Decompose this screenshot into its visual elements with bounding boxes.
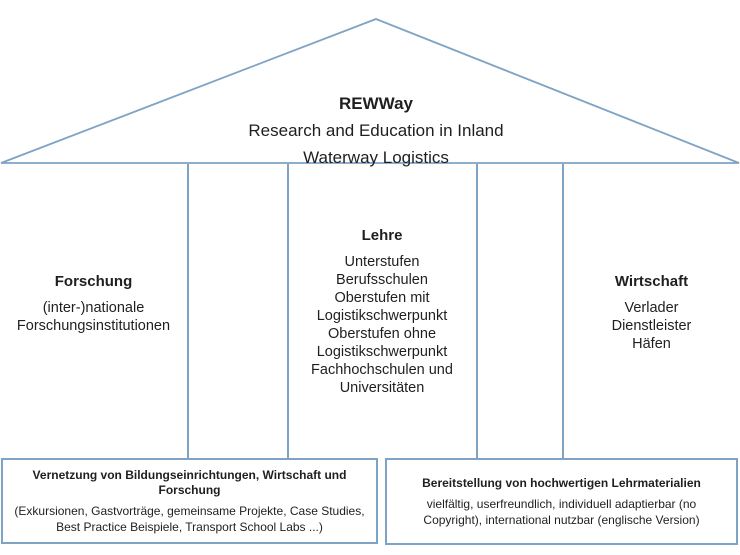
pillar-lehre: Lehre Unterstufen Berufsschulen Oberstuf… <box>288 226 476 397</box>
foundation-vernetzung-body: (Exkursionen, Gastvorträge, gemeinsame P… <box>14 503 365 534</box>
foundation-lehrmaterialien-body: vielfältig, userfreundlich, individuell … <box>423 496 700 527</box>
pillar-forschung-heading: Forschung <box>54 273 133 290</box>
diagram-title: REWWay <box>339 94 413 113</box>
roof-text-block: REWWay Research and Education in Inland … <box>226 90 526 171</box>
pillar-divider-4 <box>562 164 564 458</box>
pillar-forschung: Forschung (inter-)nationale Forschungsin… <box>0 272 187 335</box>
pillar-lehre-body: Unterstufen Berufsschulen Oberstufen mit… <box>311 254 453 396</box>
foundation-box-lehrmaterialien: Bereitstellung von hochwertigen Lehrmate… <box>385 458 738 545</box>
pillar-forschung-body: (inter-)nationale Forschungsinstitutione… <box>16 300 171 334</box>
roof-triangle-outline <box>0 18 740 164</box>
pillar-wirtschaft-body: Verlader Dienstleister Häfen <box>611 300 692 352</box>
foundation-vernetzung-heading: Vernetzung von Bildungseinrichtungen, Wi… <box>32 467 347 497</box>
pillar-wirtschaft: Wirtschaft Verlader Dienstleister Häfen <box>563 272 740 353</box>
pillar-divider-3 <box>476 164 478 458</box>
pillar-lehre-heading: Lehre <box>361 227 403 244</box>
diagram-subtitle: Research and Education in Inland Waterwa… <box>248 121 504 167</box>
foundation-box-vernetzung: Vernetzung von Bildungseinrichtungen, Wi… <box>1 458 378 544</box>
foundation-lehrmaterialien-heading: Bereitstellung von hochwertigen Lehrmate… <box>422 475 701 490</box>
pillar-divider-1 <box>187 164 189 458</box>
pillar-divider-2 <box>287 164 289 458</box>
pillar-wirtschaft-heading: Wirtschaft <box>614 273 689 290</box>
